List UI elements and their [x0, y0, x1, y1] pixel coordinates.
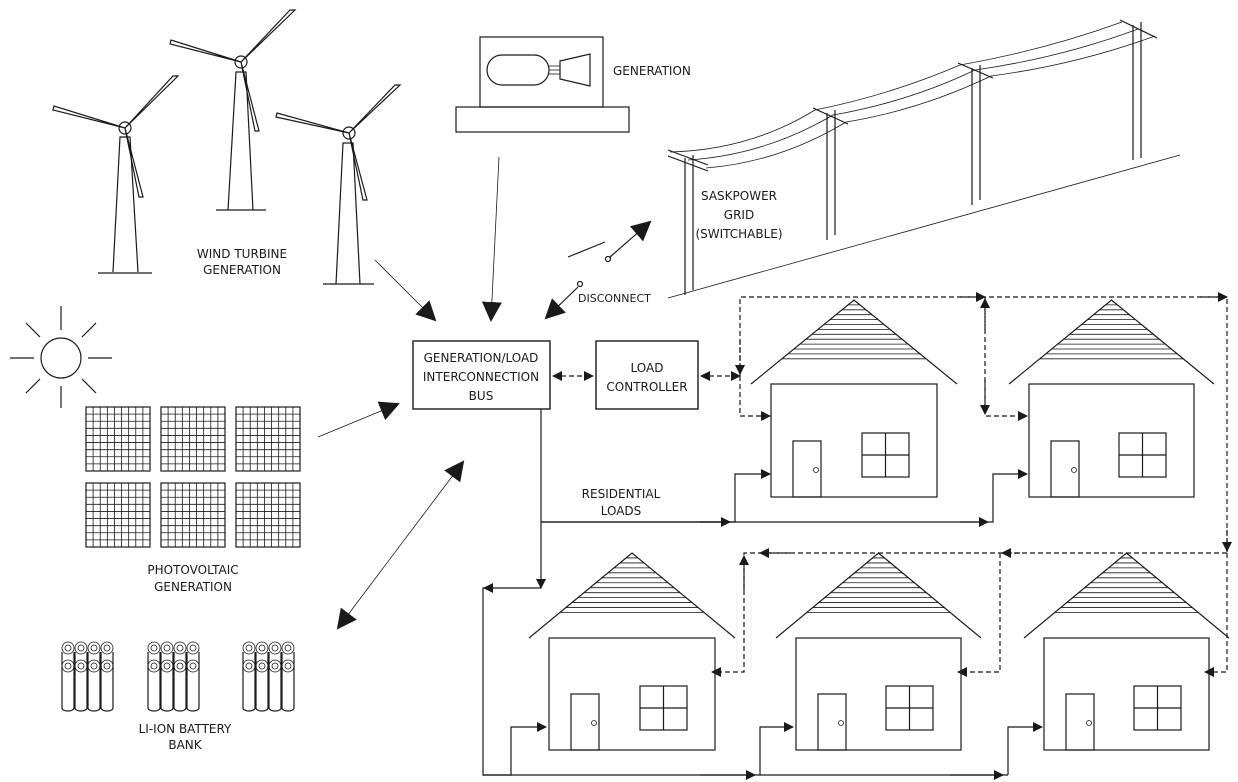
control-signal-wiring: [711, 292, 1232, 677]
house-icon: [775, 552, 982, 751]
house-icon: [1023, 552, 1230, 751]
load-controller-box: LOAD CONTROLLER: [595, 340, 699, 410]
grid-label-line2: GRID: [724, 208, 754, 222]
battery-icon: [242, 641, 295, 712]
battery-label-line1: LI-ION BATTERY: [139, 722, 232, 736]
residential-label-line2: LOADS: [601, 504, 642, 518]
wind-turbine-group: WIND TURBINE GENERATION: [52, 9, 402, 285]
pv-panel-icon: [160, 406, 226, 472]
interconnection-bus-box: GENERATION/LOAD INTERCONNECTION BUS: [412, 340, 551, 410]
bus-label-line1: GENERATION/LOAD: [424, 351, 539, 365]
controller-label-line1: LOAD: [631, 361, 664, 375]
houses-group: [528, 299, 1230, 751]
pv-panel-icon: [235, 406, 301, 472]
pv-panel-icon: [85, 482, 151, 548]
wind-turbine-icon: [275, 84, 402, 285]
generator-group: GENERATION: [455, 36, 691, 133]
wind-label-line1: WIND TURBINE: [197, 247, 287, 261]
pv-label-line2: GENERATION: [154, 580, 232, 594]
battery-icon: [61, 641, 114, 712]
house-icon: [750, 299, 958, 498]
house-icon: [1008, 299, 1215, 498]
pv-panel-icon: [160, 482, 226, 548]
bus-label-line3: BUS: [469, 389, 494, 403]
house-icon: [528, 552, 736, 751]
bus-label-line2: INTERCONNECTION: [423, 370, 539, 384]
wind-label-line2: GENERATION: [203, 263, 281, 277]
pv-label-line1: PHOTOVOLTAIC: [147, 563, 238, 577]
battery-bank-group: [61, 641, 295, 712]
sun-icon: [10, 306, 112, 408]
residential-power-wiring: [482, 409, 1043, 780]
disconnect-switch: DISCONNECT: [544, 220, 652, 320]
wind-turbine-icon: [169, 9, 297, 211]
power-grid-group: SASKPOWER GRID (SWITCHABLE): [667, 19, 1181, 299]
battery-icon: [147, 641, 200, 712]
grid-label-line1: SASKPOWER: [701, 189, 777, 203]
wind-turbine-icon: [52, 75, 180, 274]
pv-panel-group: [85, 406, 301, 548]
disconnect-label: DISCONNECT: [578, 292, 651, 305]
pv-panel-icon: [85, 406, 151, 472]
battery-label-line2: BANK: [168, 738, 202, 752]
pv-panel-icon: [235, 482, 301, 548]
residential-label-line1: RESIDENTIAL: [582, 487, 661, 501]
generator-label: GENERATION: [613, 64, 691, 78]
source-arrows: [317, 156, 741, 630]
controller-label-line2: CONTROLLER: [606, 380, 687, 394]
grid-label-line3: (SWITCHABLE): [695, 227, 782, 241]
